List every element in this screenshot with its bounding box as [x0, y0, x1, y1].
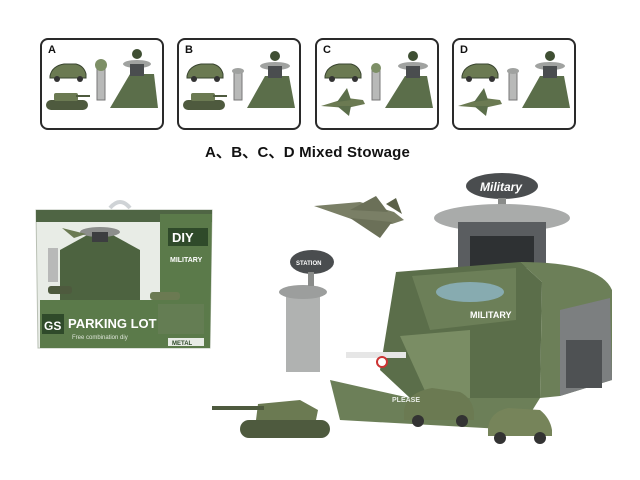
option-letter: C	[323, 44, 331, 56]
option-d-illustration	[458, 51, 570, 116]
mini-playset-icon	[95, 49, 158, 108]
option-letter: D	[460, 44, 468, 56]
box-side-label: MILITARY	[170, 257, 203, 264]
helipad-disc	[434, 204, 570, 232]
option-card-a: A	[40, 38, 164, 130]
product-box	[35, 200, 213, 349]
pickup-truck-icon	[488, 408, 552, 444]
tank-icon	[212, 400, 330, 438]
garage-building	[380, 262, 542, 398]
playset	[212, 173, 612, 444]
option-card-d: D	[452, 38, 576, 130]
jeep-icon	[404, 388, 474, 427]
gs-logo: GS	[44, 319, 61, 333]
option-b-illustration	[183, 51, 295, 110]
lift-gate	[566, 340, 602, 388]
metal-label: METAL	[172, 341, 193, 347]
station-sign	[290, 250, 334, 274]
option-c-illustration	[321, 51, 433, 116]
station-tower	[286, 292, 320, 372]
ramp	[400, 330, 470, 402]
tank-icon	[46, 93, 90, 110]
box-subtitle: Free combination diy	[72, 335, 128, 341]
ramp-label: PLEASE	[392, 397, 420, 404]
diy-badge: DIY	[172, 230, 194, 245]
tank-icon	[183, 93, 227, 110]
option-letter: A	[48, 44, 56, 56]
option-letter: B	[185, 44, 193, 56]
mixed-stowage-caption: A、B、C、D Mixed Stowage	[205, 144, 411, 161]
diy-badge-bg	[168, 228, 208, 246]
mini-playset-icon	[232, 51, 295, 108]
option-card-c: C	[315, 38, 439, 130]
garage-label: MILITARY	[470, 310, 512, 320]
jet-icon	[458, 88, 502, 116]
box-title: PARKING LOT	[68, 316, 157, 331]
box-handle	[108, 200, 132, 210]
fighter-jet-icon	[314, 196, 404, 238]
option-a-illustration	[46, 49, 158, 110]
box-car-icon	[150, 292, 180, 300]
curved-ramp	[520, 262, 612, 398]
station-sign-text: STATION	[296, 261, 321, 267]
jet-icon	[321, 88, 365, 116]
car-icon	[186, 63, 224, 82]
box-side-panel	[160, 214, 212, 348]
car-icon	[461, 63, 499, 82]
box-jet-icon	[62, 228, 86, 238]
mini-playset-icon	[371, 51, 433, 108]
gs-logo-bg	[42, 314, 64, 334]
barrier-gate	[346, 352, 406, 358]
military-sign	[466, 173, 538, 199]
option-card-b: B	[177, 38, 301, 130]
mini-playset-icon	[507, 51, 570, 108]
box-tank-icon	[48, 286, 72, 294]
car-icon	[49, 63, 87, 82]
military-sign-text: Military	[480, 180, 523, 194]
car-icon	[324, 63, 362, 82]
